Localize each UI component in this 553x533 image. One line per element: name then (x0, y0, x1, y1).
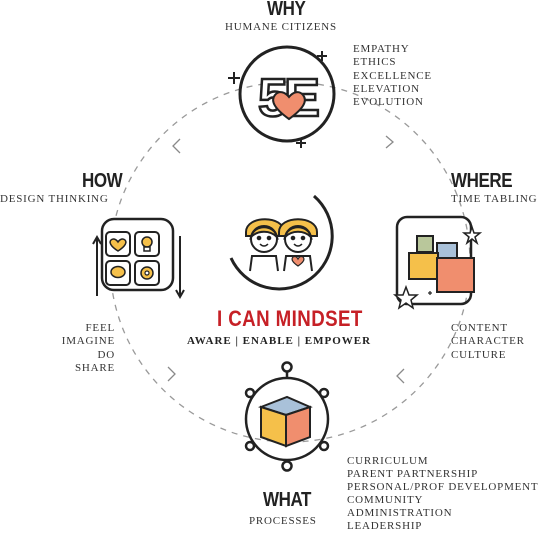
why-subtitle-rest: CITIZENS (281, 21, 337, 33)
list-item: EXCELLENCE (353, 69, 432, 82)
list-item: PERSONAL/PROF DEVELOPMENT (347, 480, 539, 493)
list-item: CONTENT (451, 322, 508, 334)
list-item: DO (97, 348, 115, 361)
why-heading: WHY (267, 0, 306, 20)
timetable-blocks-icon (392, 215, 483, 310)
how-steps-list: FEEL IMAGINE DO SHARE (0, 322, 115, 375)
list-item: CURRICULUM (347, 455, 429, 467)
list-item: LEADERSHIP (347, 519, 423, 532)
list-item: FEEL (85, 322, 115, 334)
list-item: PARENT PARTNERSHIP (347, 467, 479, 480)
5e-heart-icon: 5E (228, 45, 336, 148)
center-title: I CAN MINDSET (217, 306, 363, 331)
list-item: ETHICS (353, 56, 397, 69)
center-tagline: AWARE | ENABLE | EMPOWER (187, 335, 372, 347)
how-heading: HOW (82, 170, 123, 192)
what-processes-list: CURRICULUM PARENT PARTNERSHIP PERSONAL/P… (347, 455, 538, 532)
what-heading: WHAT (263, 489, 312, 511)
why-values-list: EMPATHY ETHICS EXCELLENCE ELEVATION EVOL… (353, 43, 432, 109)
where-heading: WHERE (451, 170, 513, 192)
list-item: ADMINISTRATION (347, 506, 453, 519)
what-subtitle: PROCESSES (249, 515, 317, 527)
where-subtitle: TIME TABLING (451, 193, 538, 205)
list-item: CULTURE (451, 348, 507, 361)
why-subtitle-emphasis: HUMANE (225, 21, 279, 33)
list-item: EVOLUTION (353, 96, 424, 109)
why-subtitle: HUMANE CITIZENS (225, 21, 337, 34)
list-item: CHARACTER (451, 335, 525, 348)
list-item: COMMUNITY (347, 493, 424, 506)
how-subtitle: DESIGN THINKING (0, 193, 109, 205)
list-item: SHARE (74, 361, 115, 374)
list-item: ELEVATION (353, 82, 420, 95)
list-item: IMAGINE (61, 335, 115, 348)
cube-network-icon (244, 361, 330, 472)
where-list: CONTENT CHARACTER CULTURE (451, 322, 525, 362)
list-item: EMPATHY (353, 43, 410, 55)
svg-text:5E: 5E (258, 68, 318, 128)
ring-arrows (167, 135, 405, 384)
design-thinking-grid-icon (92, 217, 185, 300)
children-faces-icon (229, 194, 334, 291)
